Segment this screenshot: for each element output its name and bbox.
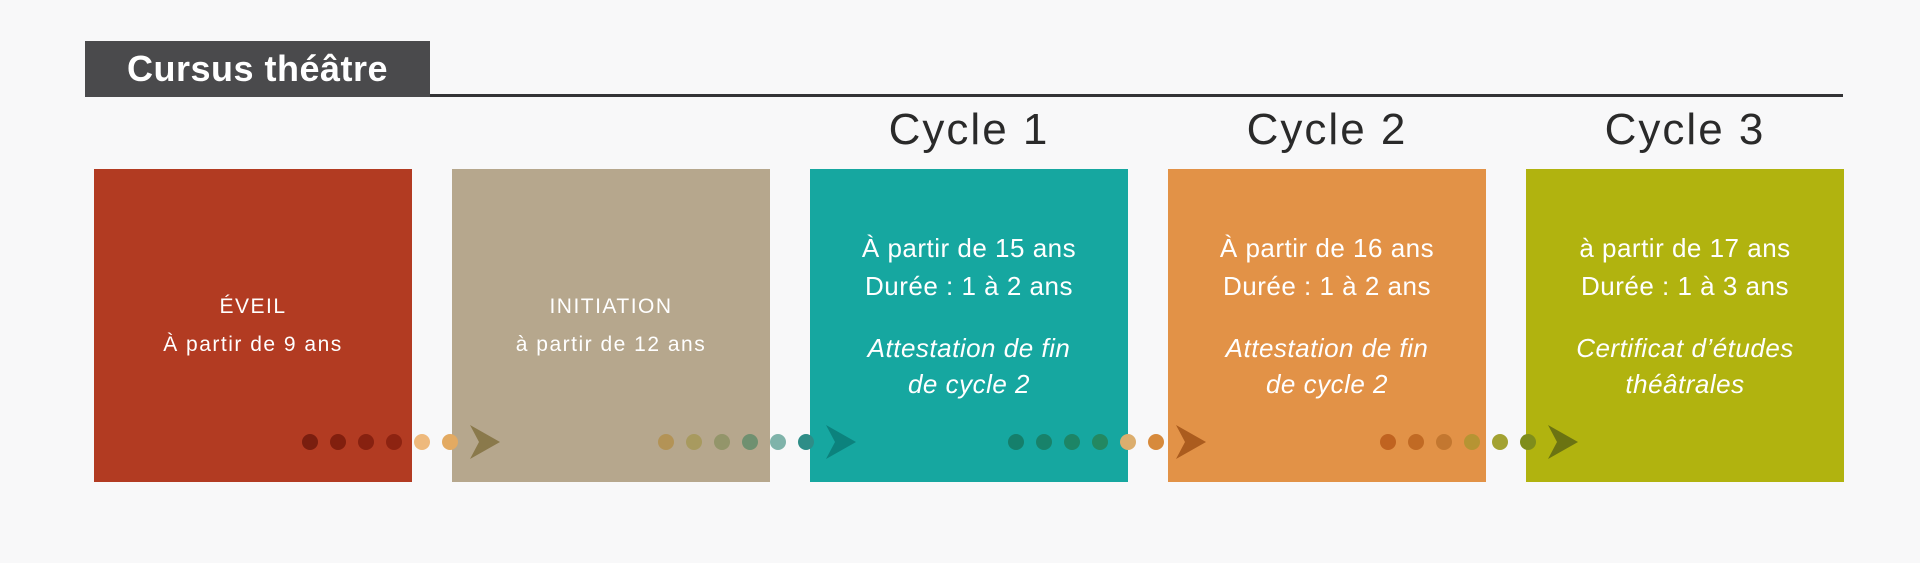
arrowhead-icon — [826, 425, 856, 459]
flow-dot — [386, 434, 402, 450]
stage-award-line: Attestation de fin — [1225, 333, 1429, 363]
cycle-3-header: Cycle 3 — [1526, 104, 1844, 156]
page-title-text: Cursus théâtre — [126, 48, 389, 89]
page-title: Cursus théâtre — [85, 41, 430, 97]
stage-award-line: Attestation de fin — [867, 333, 1071, 363]
flow-dot — [1120, 434, 1136, 450]
flow-dot — [1520, 434, 1536, 450]
flow-arrow-cycle-2-to-cycle-3 — [1380, 425, 1578, 459]
flow-dot — [1064, 434, 1080, 450]
flow-dot — [1092, 434, 1108, 450]
flow-dot — [686, 434, 702, 450]
stage-duration: Durée : 1 à 2 ans — [1223, 271, 1431, 301]
stage-age: À partir de 15 ans — [861, 233, 1077, 263]
stage-award: Attestation de fin de cycle 2 — [1226, 330, 1429, 402]
flow-dot — [302, 434, 318, 450]
stage-cycle-2: À partir de 16 ans Durée : 1 à 2 ans Att… — [1168, 169, 1486, 482]
cycle-1-header-text: Cycle 1 — [888, 105, 1050, 154]
flow-dot — [442, 434, 458, 450]
stage-cycle-3: à partir de 17 ans Durée : 1 à 3 ans Cer… — [1526, 169, 1844, 482]
flow-dot — [1492, 434, 1508, 450]
stage-cycle-1: À partir de 15 ans Durée : 1 à 2 ans Att… — [810, 169, 1128, 482]
arrowhead-icon — [1548, 425, 1578, 459]
stage-age: à partir de 12 ans — [515, 332, 707, 356]
arrowhead-icon — [470, 425, 500, 459]
stage-duration: Durée : 1 à 3 ans — [1581, 271, 1789, 301]
flow-dot — [1148, 434, 1164, 450]
flow-dot — [358, 434, 374, 450]
header-rule — [86, 94, 1843, 97]
stage-award-line: de cycle 2 — [907, 369, 1031, 399]
stage-age: À partir de 16 ans — [1219, 233, 1435, 263]
flow-arrow-eveil-to-initiation — [302, 425, 500, 459]
flow-dot — [798, 434, 814, 450]
flow-dot — [770, 434, 786, 450]
stage-label: INITIATION — [549, 294, 673, 318]
flow-dot — [1008, 434, 1024, 450]
flow-dot — [742, 434, 758, 450]
stage-eveil: ÉVEIL À partir de 9 ans — [94, 169, 412, 482]
flow-dot — [1464, 434, 1480, 450]
flow-arrow-initiation-to-cycle-1 — [658, 425, 856, 459]
stage-award-line: de cycle 2 — [1265, 369, 1389, 399]
flow-dot — [330, 434, 346, 450]
flow-dot — [414, 434, 430, 450]
stage-age: à partir de 17 ans — [1579, 233, 1791, 263]
flow-dot — [1408, 434, 1424, 450]
stage-initiation: INITIATION à partir de 12 ans — [452, 169, 770, 482]
flow-dot — [714, 434, 730, 450]
stage-award: Attestation de fin de cycle 2 — [868, 330, 1071, 402]
stage-age: À partir de 9 ans — [163, 332, 343, 356]
stage-label: ÉVEIL — [219, 294, 287, 318]
stage-award-line: Certificat d’études — [1576, 333, 1794, 363]
stage-duration: Durée : 1 à 2 ans — [865, 271, 1073, 301]
stage-award: Certificat d’études théâtrales — [1576, 330, 1794, 402]
cycle-3-header-text: Cycle 3 — [1604, 105, 1766, 154]
cycle-1-header: Cycle 1 — [810, 104, 1128, 156]
flow-arrow-cycle-1-to-cycle-2 — [1008, 425, 1206, 459]
cycle-2-header: Cycle 2 — [1168, 104, 1486, 156]
flow-dot — [1036, 434, 1052, 450]
arrowhead-icon — [1176, 425, 1206, 459]
stage-award-line: théâtrales — [1625, 369, 1745, 399]
flow-dot — [1380, 434, 1396, 450]
flow-dot — [658, 434, 674, 450]
cycle-2-header-text: Cycle 2 — [1246, 105, 1408, 154]
flow-dot — [1436, 434, 1452, 450]
